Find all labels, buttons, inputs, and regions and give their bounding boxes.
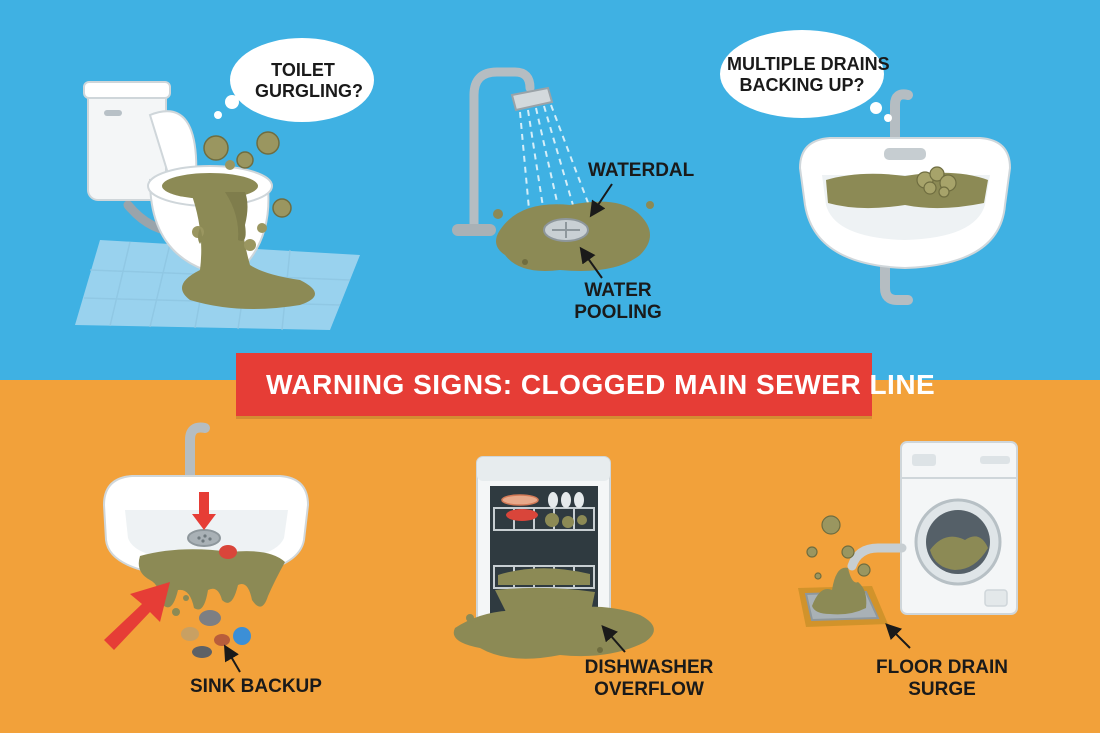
red-arrow-icon — [104, 582, 170, 650]
dishwasher-line1: DISHWASHER — [584, 657, 714, 678]
water-pooling-line2: POOLING — [574, 302, 662, 323]
toilet-illustration — [75, 81, 360, 331]
shower-illustration — [452, 67, 654, 271]
toilet-thought-bubble — [214, 38, 374, 122]
water-pooling-line1: WATER — [584, 280, 652, 301]
toilet-gurgling-label: TOILET GURGLING? — [255, 60, 363, 102]
floor-drain-surge-label: FLOOR DRAIN SURGE — [872, 657, 1012, 701]
multiple-drains-label: MULTIPLE DRAINS BACKING UP? — [727, 54, 890, 96]
debris-items — [172, 595, 251, 658]
sink-bottom-left-illustration — [102, 422, 310, 658]
sink-top-right-illustration — [798, 89, 1012, 305]
washing-machine-illustration — [900, 441, 1018, 615]
floor-drain-line2: SURGE — [908, 679, 976, 700]
dishwasher-illustration — [453, 456, 654, 659]
drains-label-line1: MULTIPLE DRAINS — [727, 54, 890, 74]
drains-label-line2: BACKING UP? — [739, 75, 865, 95]
water-pooling-pointer — [579, 246, 603, 279]
water-pooling-label: WATER POOLING — [568, 280, 668, 324]
dishwasher-pointer — [601, 624, 626, 653]
waterdal-label: WATERDAL — [588, 160, 695, 181]
floor-drain-line1: FLOOR DRAIN — [876, 657, 1008, 678]
waterdal-pointer — [589, 183, 613, 218]
dishwasher-overflow-label: DISHWASHER OVERFLOW — [584, 657, 714, 701]
floor-drain-illustration — [798, 515, 907, 627]
warning-banner: WARNING SIGNS: CLOGGED MAIN SEWER LINE — [236, 353, 935, 416]
sink-backup-label: SINK BACKUP — [190, 676, 322, 697]
banner-title: WARNING SIGNS: CLOGGED MAIN SEWER LINE — [266, 368, 936, 400]
toilet-label-line2: GURGLING? — [255, 81, 363, 101]
sink-backup-pointer — [223, 644, 241, 673]
dishwasher-line2: OVERFLOW — [594, 679, 704, 700]
toilet-label-line1: TOILET — [271, 60, 335, 80]
floor-drain-pointer — [885, 623, 911, 649]
drains-thought-bubble — [720, 30, 892, 122]
